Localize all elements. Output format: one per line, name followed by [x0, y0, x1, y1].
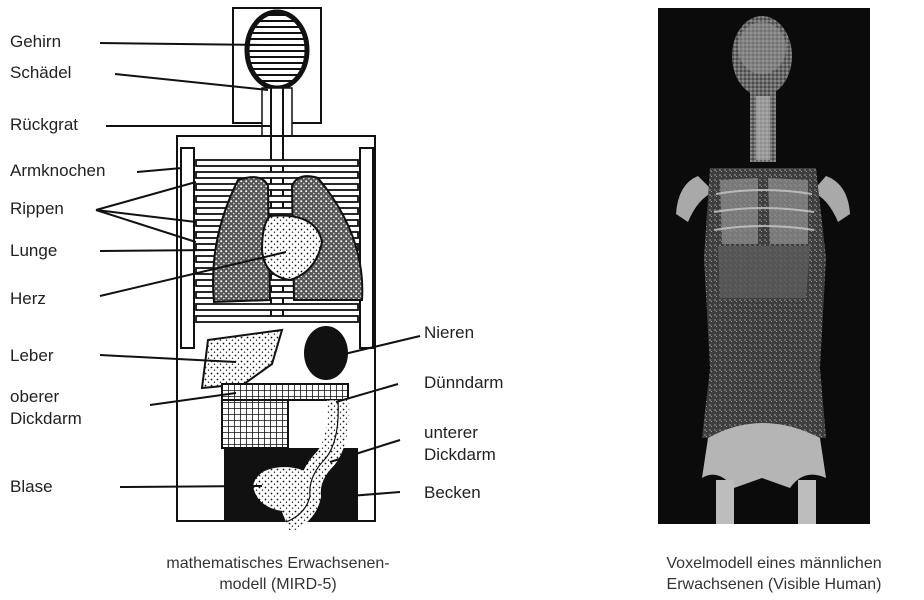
arm-bone-left [181, 148, 194, 348]
arm-bone-right [360, 148, 373, 348]
label-oberer-dickdarm-1: oberer [10, 386, 59, 408]
label-schaedel: Schädel [10, 62, 71, 84]
caption-voxel: Voxelmodell eines männlichen Erwachsenen… [626, 553, 922, 595]
small-intestine [222, 400, 288, 448]
kidney [304, 326, 348, 380]
label-blase: Blase [10, 476, 53, 498]
caption-mird: mathematisches Erwachsenen- modell (MIRD… [128, 553, 428, 595]
label-becken: Becken [424, 482, 481, 504]
upper-colon [222, 384, 348, 400]
label-leber: Leber [10, 345, 53, 367]
label-rippen: Rippen [10, 198, 64, 220]
label-armknochen: Armknochen [10, 160, 105, 182]
neck [262, 88, 292, 136]
voxel-model-image [658, 8, 870, 524]
label-lunge: Lunge [10, 240, 57, 262]
voxel-body [658, 8, 870, 524]
label-unterer-dickdarm-1: unterer [424, 422, 478, 444]
label-gehirn: Gehirn [10, 31, 61, 53]
brain-shape [247, 12, 307, 88]
caption-voxel-line2: Erwachsenen (Visible Human) [626, 574, 922, 595]
liver [202, 330, 282, 388]
label-nieren: Nieren [424, 322, 474, 344]
label-rueckgrat: Rückgrat [10, 114, 78, 136]
label-oberer-dickdarm-2: Dickdarm [10, 408, 82, 430]
caption-voxel-line1: Voxelmodell eines männlichen [626, 553, 922, 574]
caption-mird-line2: modell (MIRD-5) [128, 574, 428, 595]
label-unterer-dickdarm-2: Dickdarm [424, 444, 496, 466]
caption-mird-line1: mathematisches Erwachsenen- [128, 553, 428, 574]
label-herz: Herz [10, 288, 46, 310]
label-duenndarm: Dünndarm [424, 372, 503, 394]
